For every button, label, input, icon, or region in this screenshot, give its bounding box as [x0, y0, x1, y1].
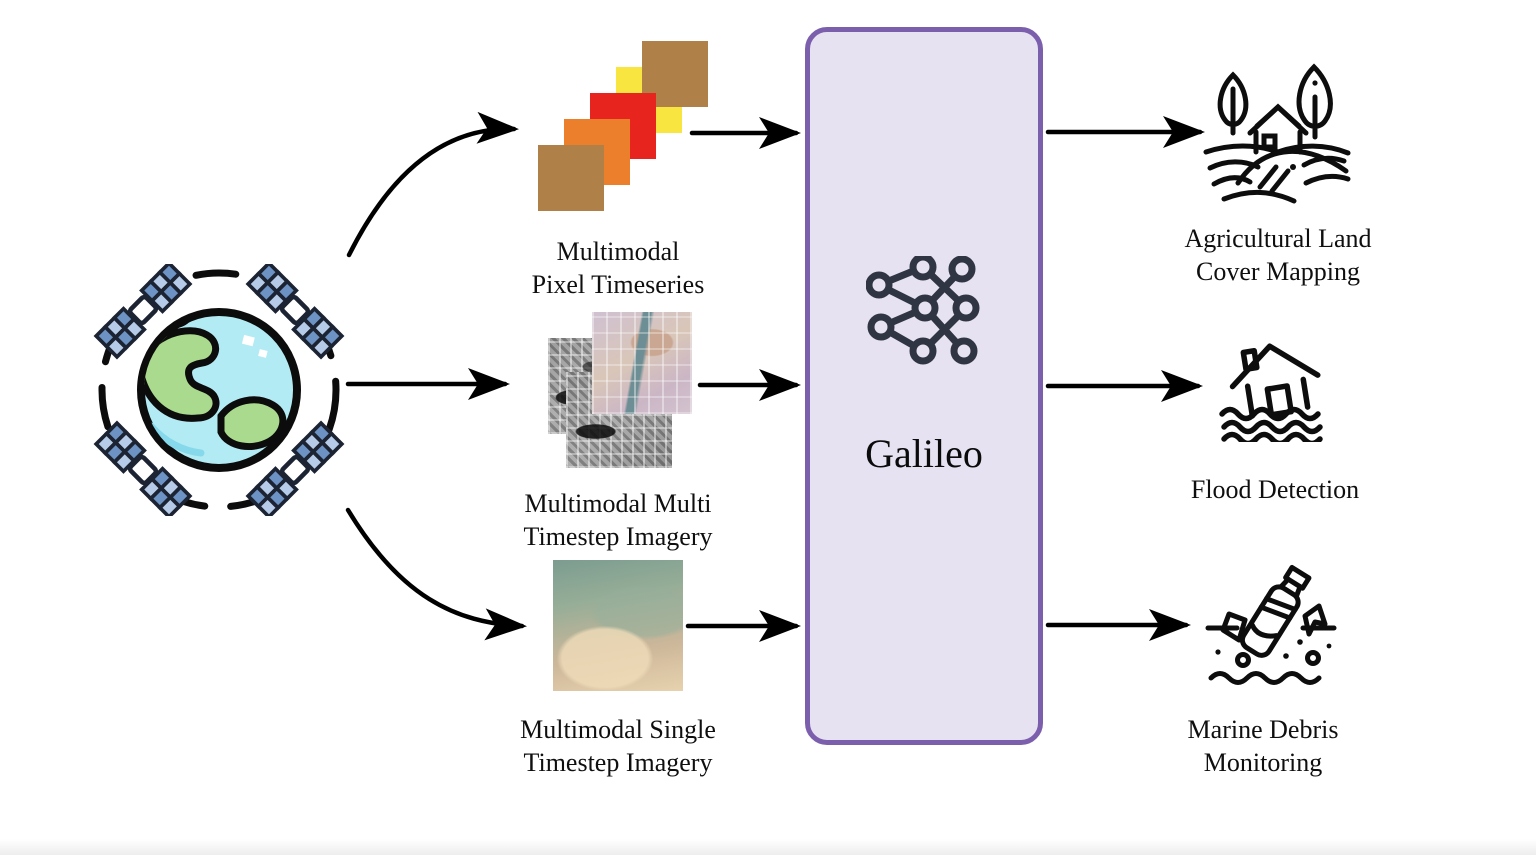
pixel-square: [538, 145, 604, 211]
output-label-flood: Flood Detection: [1190, 475, 1360, 504]
marine-debris-icon: [1205, 564, 1337, 685]
arrow-globe-to-single-timestep: [345, 507, 527, 641]
model-name: Galileo: [865, 431, 983, 476]
input-label-multi-timestep: Multimodal Multi Timestep Imagery: [523, 489, 713, 551]
single-timestep-imagery-icon: [553, 560, 683, 691]
arrow-globe-to-pixel-timeseries: [346, 111, 519, 258]
input-label-single-timestep: Multimodal Single Timestep Imagery: [520, 715, 716, 777]
flood-detection-icon: [1219, 343, 1323, 442]
optical-image-tile: [592, 312, 692, 414]
neural-network-icon: [866, 256, 980, 365]
agricultural-land-icon: [1203, 63, 1351, 204]
page-bottom-shadow: [0, 839, 1536, 855]
model-box: [805, 27, 1043, 745]
output-label-agriculture: Agricultural Land Cover Mapping: [1184, 224, 1372, 286]
output-label-marine: Marine Debris Monitoring: [1187, 715, 1339, 777]
input-label-pixel-timeseries: Multimodal Pixel Timeseries: [531, 237, 705, 299]
earth-satellites-icon: [93, 264, 345, 516]
